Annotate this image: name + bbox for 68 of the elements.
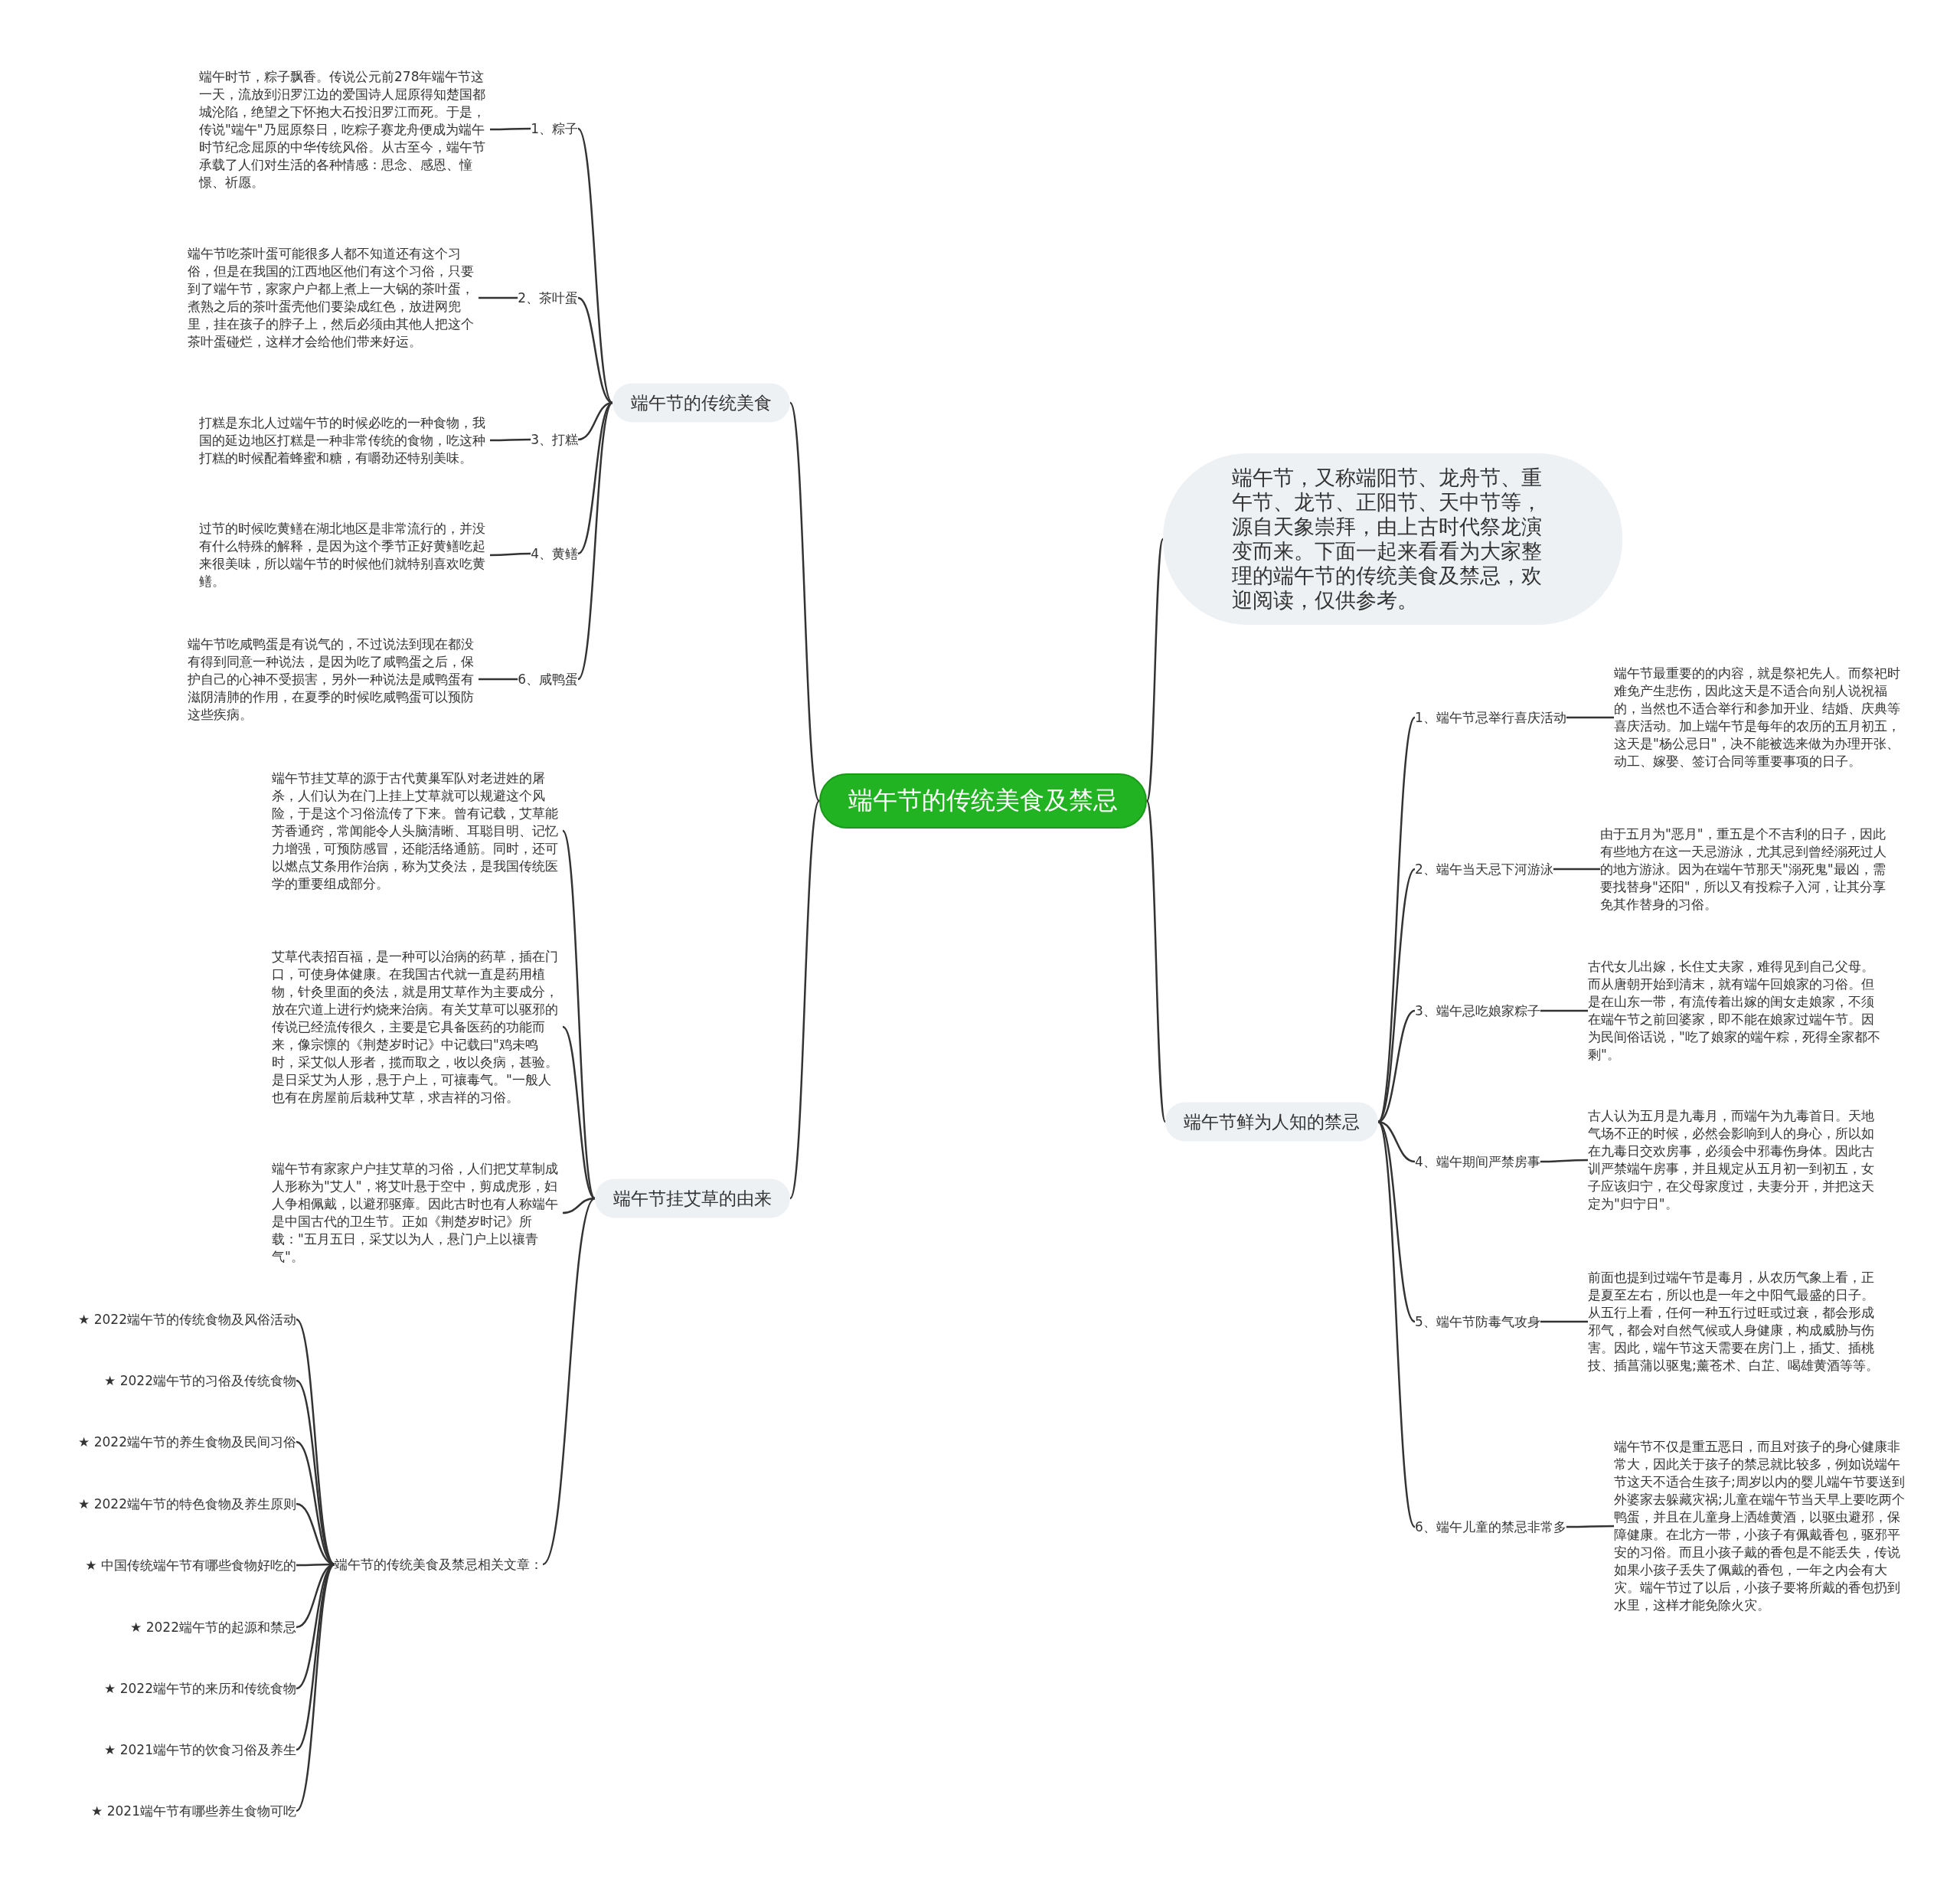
connector-line (1553, 868, 1600, 871)
connector-line (542, 1198, 596, 1565)
description-text: 端午节有家家户户挂艾草的习俗，人们把艾草制成人形称为"艾人"，将艾叶悬于空中，剪成虎形，妇人争相佩戴，以避邪驱瘴。因此古时也有人称端午是中国古代的卫生节。正如《荆楚岁时记》所载："五月五日，采艾以为人，悬门户上以禳青气"。 (272, 1160, 563, 1266)
branch-topic: 端午节鲜为人知的禁忌 (1165, 1102, 1378, 1142)
description-text: 端午时节，粽子飘香。传说公元前278年端午节这一天，流放到汨罗江边的爱国诗人屈原得知楚国都城沦陷，绝望之下怀抱大石投汨罗江而死。于是，传说"端午"乃屈原祭日，吃粽子赛龙舟便成为端午时节纪念屈原的中华传统风俗。从古至今，端午节承载了人们对生活的各种情感：思念、感恩、憧憬、祈愿。 (199, 67, 490, 191)
description-text: 端午节吃咸鸭蛋是有说气的，不过说法到现在都没有得到同意一种说法，是因为吃了咸鸭蛋之后，保护自己的心神不受损害，另外一种说法是咸鸭蛋有滋阴清肺的作用，在夏季的时候吃咸鸭蛋可以预防这些疾病。 (188, 635, 479, 724)
article-link-text: ★ 2022端午节的习俗及传统食物 (104, 1371, 296, 1390)
connector-line (1540, 1159, 1588, 1163)
connector-line (1566, 1525, 1614, 1528)
article-link-text: ★ 2022端午节的起源和禁忌 (130, 1618, 296, 1636)
connector-line (490, 552, 531, 557)
connector-line (561, 830, 596, 1199)
subtopic-label: 端午节的传统美食及禁忌相关文章： (335, 1555, 543, 1574)
connector-line (789, 402, 821, 802)
connector-line (296, 1564, 335, 1750)
description-text: 艾草代表招百福，是一种可以治病的药草，插在门口，可使身体健康。在我国古代就一直是药用植物，针灸里面的灸法，就是用艾草作为主要成分，放在穴道上进行灼烧来治病。有关艾草可以驱邪的传说已经流传很久，主要是它具备医药的功能而来，像宗懔的《荆楚岁时记》中记载曰"鸡未鸣时，采艾似人形者，揽而取之，收以灸病，甚验。是日采艾为人形，悬于户上，可禳毒气。"一般人也有在房屋前后栽种艾草，求吉祥的习俗。 (272, 947, 563, 1106)
connector-line (296, 1319, 335, 1565)
connector-line (1145, 538, 1165, 802)
connector-line (577, 296, 613, 404)
description-text: 古代女儿出嫁，长住丈夫家，难得见到自己父母。而从唐朝开始到清末，就有端午回娘家的习俗。但是在山东一带，有流传着出嫁的闺女走娘家，不须在端午节之前回婆家，即不能在娘家过端午节。因为民间俗话说，"吃了娘家的端午粽，死得全家都不剩"。 (1588, 958, 1883, 1064)
connector-line (562, 1026, 596, 1199)
connector-line (490, 438, 531, 442)
article-link-text: ★ 2022端午节的来历和传统食物 (104, 1679, 296, 1698)
subtopic-label: 1、端午节忌举行喜庆活动 (1415, 708, 1566, 727)
connector-line (490, 127, 531, 131)
connector-line (1540, 1009, 1588, 1012)
description-text: 端午节不仅是重五恶日，而且对孩子的身心健康非常大，因此关于孩子的禁忌就比较多，例如说端午节这天不适合生孩子;周岁以内的婴儿端午节要送到外婆家去躲藏灾祸;儿童在端午节当天早上要吃两个鸭蛋，并且在儿童身上洒雄黄酒，以驱虫避邪，保障健康。在北方一带，小孩子有佩戴香包，驱邪平安的习俗。而且小孩子戴的香包是不能丢失，传说如果小孩子丢失了佩戴的香包，一年之内会有大灾。端午节过了以后，小孩子要将所戴的香包扔到水里，这样才能免除火灾。 (1614, 1438, 1909, 1614)
subtopic-label: 3、打糕 (531, 430, 578, 449)
subtopic-label: 2、端午当天忌下河游泳 (1415, 860, 1553, 878)
subtopic-label: 6、端午儿童的禁忌非常多 (1415, 1518, 1566, 1536)
subtopic-label: 4、黄鳝 (531, 544, 578, 563)
description-text: 古人认为五月是九毒月，而端午为九毒首日。天地气场不正的时候，必然会影响到人的身心，所以如在九毒日交欢房事，必须会中邪毒伤身体。因此古训严禁端午房事，并且规定从五月初一到初五，女子应该归宁，在父母家度过，夫妻分开，并把这天定为"归宁日"。 (1588, 1107, 1883, 1213)
subtopic-label: 3、端午忌吃娘家粽子 (1415, 1002, 1540, 1020)
connector-line (296, 1502, 335, 1566)
connector-line (479, 296, 518, 299)
connector-line (1377, 1121, 1416, 1528)
connector-line (479, 678, 518, 681)
description-text: 打糕是东北人过端午节的时候必吃的一种食物，我国的延边地区打糕是一种非常传统的食物，吃这种打糕的时候配着蜂蜜和糖，有嚼劲还特别美味。 (199, 413, 490, 467)
connector-line (1377, 868, 1416, 1123)
connector-line (1145, 800, 1167, 1123)
description-text: 端午节最重要的的内容，就是祭祀先人。而祭祀时难免产生悲伤，因此这天是不适合向别人说祝福的，当然也不适合举行和参加开业、结婚、庆典等喜庆活动。加上端午节是每年的农历的五月初五，这天是"杨公忌日"，决不能被选来做为办理开张、动工、嫁娶、签订合同等重要事项的日子。 (1614, 665, 1909, 770)
description-text: 端午节吃茶叶蛋可能很多人都不知道还有这个习俗，但是在我国的江西地区他们有这个习俗，只要到了端午节，家家户户都上煮上一大锅的茶叶蛋，煮熟之后的茶叶蛋壳他们要染成红色，放进网兜里，挂在孩子的脖子上，然后必须由其他人把这个茶叶蛋碰烂，这样才会给他们带来好运。 (188, 245, 479, 351)
subtopic-label: 2、茶叶蛋 (518, 289, 578, 307)
branch-topic: 端午节的传统美食 (612, 383, 790, 423)
connector-line (577, 402, 613, 680)
branch-topic: 端午节挂艾草的由来 (595, 1178, 790, 1218)
article-link-text: ★ 中国传统端午节有哪些食物好吃的 (85, 1556, 296, 1574)
connector-line (1540, 1320, 1588, 1323)
article-link-text: ★ 2022端午节的特色食物及养生原则 (78, 1495, 296, 1513)
connector-line (296, 1564, 335, 1812)
description-text: 端午节挂艾草的源于古代黄巢军队对老进姓的屠杀，人们认为在门上挂上艾草就可以规避这个风险，于是这个习俗流传了下来。曾有记载，艾草能芳香通窍，常闻能令人头脑清晰、耳聪目明、记忆力增强，可预防感冒，还能活络通筋。同时，还可以燃点艾条用作治病，称为艾灸法，是我国传统医学的重要组成部分。 (272, 769, 563, 893)
description-text: 由于五月为"恶月"，重五是个不吉利的日子，因此有些地方在这一天忌游泳，尤其忌到曾经溺死过人的地方游泳。因为在端午节那天"溺死鬼"最凶，需要找替身"还阳"，所以又有投粽子入河，让其分享免其作替身的习俗。 (1600, 825, 1895, 914)
subtopic-label: 5、端午节防毒气攻身 (1415, 1312, 1540, 1331)
subtopic-label: 6、咸鸭蛋 (518, 670, 578, 688)
subtopic-label: 1、粽子 (531, 119, 578, 138)
description-text: 过节的时候吃黄鳝在湖北地区是非常流行的，并没有什么特殊的解释，是因为这个季节正好黄鳝吃起来很美味，所以端午节的时候他们就特别喜欢吃黄鳝。 (199, 520, 490, 590)
connector-line (577, 128, 613, 404)
description-text: 前面也提到过端午节是毒月，从农历气象上看，正是夏至左右，所以也是一年之中阳气最盛的日子。从五行上看，任何一种五行过旺或过衰，都会形成邪气，都会对自然气候或人身健康，构成威胁与伤害。因此，端午节这天需要在房门上，插艾、插桃技、插菖蒲以驱鬼;薰苍术、白芷、喝雄黄酒等等。 (1588, 1269, 1883, 1374)
article-link-text: ★ 2022端午节的养生食物及民间习俗 (78, 1433, 296, 1451)
article-link-text: ★ 2022端午节的传统食物及风俗活动 (78, 1310, 296, 1329)
central-topic: 端午节的传统美食及禁忌 (819, 773, 1147, 829)
subtopic-label: 4、端午期间严禁房事 (1415, 1152, 1540, 1171)
connector-line (562, 1197, 596, 1214)
connector-line (1566, 716, 1614, 719)
article-link-text: ★ 2021端午节有哪些养生食物可吃 (91, 1802, 296, 1820)
connector-line (789, 800, 821, 1199)
article-link-text: ★ 2021端午节的饮食习俗及养生 (104, 1741, 296, 1759)
intro-bubble: 端午节，又称端阳节、龙舟节、重午节、龙节、正阳节、天中节等，源自天象崇拜，由上古时代祭龙演变而来。下面一起来看看为大家整理的端午节的传统美食及禁忌，欢迎阅读，仅供参考。 (1163, 453, 1622, 625)
